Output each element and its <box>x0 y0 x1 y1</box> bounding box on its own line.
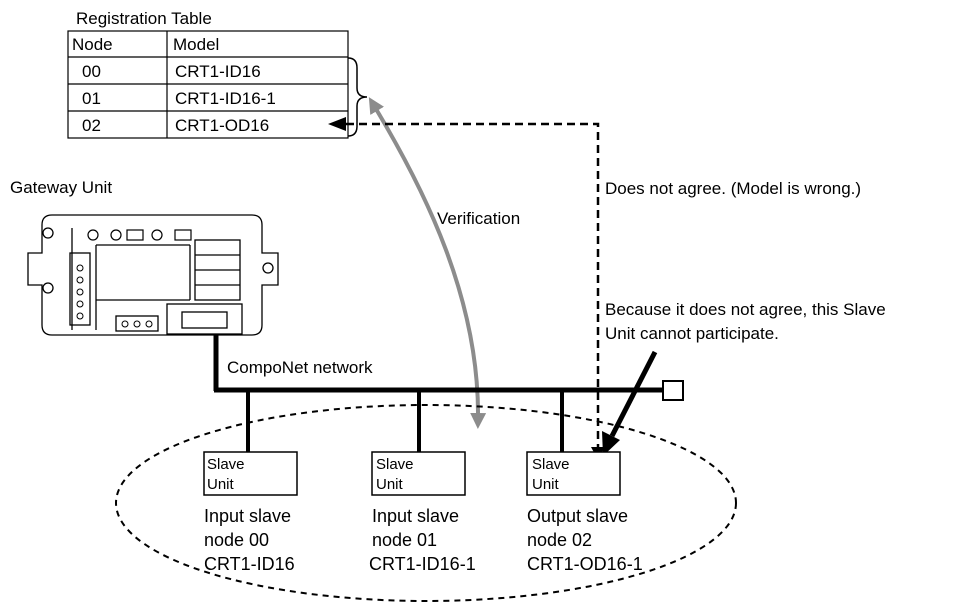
slave-box-label: Unit <box>532 476 560 493</box>
network-terminator <box>662 380 684 401</box>
slave-model-label: CRT1-ID16-1 <box>369 554 476 574</box>
participation-arrow-shaft <box>609 350 658 438</box>
slave-box-label: Slave <box>207 456 245 473</box>
slave-model-label: CRT1-OD16-1 <box>527 554 643 574</box>
slave-group-ellipse <box>115 404 737 602</box>
slave-unit-00: Slave Unit Input slave node 00 CRT1-ID16 <box>203 451 298 574</box>
participation-note-line2: Unit cannot participate. <box>605 324 779 343</box>
slave-box-label: Unit <box>207 476 235 493</box>
slave-box-label: Slave <box>532 456 570 473</box>
table-cell-model: CRT1-ID16 <box>175 62 261 81</box>
mismatch-arrowhead-left <box>328 117 346 131</box>
slave-model-label: CRT1-ID16 <box>204 554 295 574</box>
gateway-terminal-screws <box>76 264 153 328</box>
registration-table: Registration Table Node Model 00 CRT1-ID… <box>67 9 349 139</box>
table-cell-model: CRT1-OD16 <box>175 116 269 135</box>
mismatch-dashed-line <box>345 122 600 452</box>
slave-unit-box <box>203 451 298 496</box>
slave-node-label: node 01 <box>372 530 437 550</box>
table-header-node: Node <box>72 35 113 54</box>
slave-box-label: Unit <box>376 476 404 493</box>
participation-note-line1: Because it does not agree, this Slave <box>605 300 886 319</box>
verification-label: Verification <box>437 209 520 228</box>
slave-unit-box <box>526 451 621 496</box>
gateway-label: Gateway Unit <box>10 178 112 197</box>
table-cell-model: CRT1-ID16-1 <box>175 89 276 108</box>
verification-arrow <box>368 97 487 429</box>
slave-box-label: Slave <box>376 456 414 473</box>
table-cell-node: 00 <box>82 62 101 81</box>
mismatch-label: Does not agree. (Model is wrong.) <box>605 179 861 198</box>
slave-unit-01: Slave Unit Input slave node 01 CRT1-ID16… <box>369 451 476 574</box>
slave-node-label: node 02 <box>527 530 592 550</box>
gateway-unit-illustration <box>27 214 279 336</box>
slave-node-label: node 00 <box>204 530 269 550</box>
slave-unit-02: Slave Unit Output slave node 02 CRT1-OD1… <box>526 451 643 574</box>
slave-type-label: Input slave <box>372 506 459 526</box>
table-header-model: Model <box>173 35 219 54</box>
slave-unit-box <box>371 451 466 496</box>
table-cell-node: 01 <box>82 89 101 108</box>
slave-type-label: Input slave <box>204 506 291 526</box>
gateway-switches <box>87 229 192 241</box>
participation-arrowhead <box>602 431 620 456</box>
slave-type-label: Output slave <box>527 506 628 526</box>
registration-table-title: Registration Table <box>76 9 212 28</box>
network-label: CompoNet network <box>227 358 373 377</box>
table-cell-node: 02 <box>82 116 101 135</box>
curly-brace <box>347 57 368 137</box>
